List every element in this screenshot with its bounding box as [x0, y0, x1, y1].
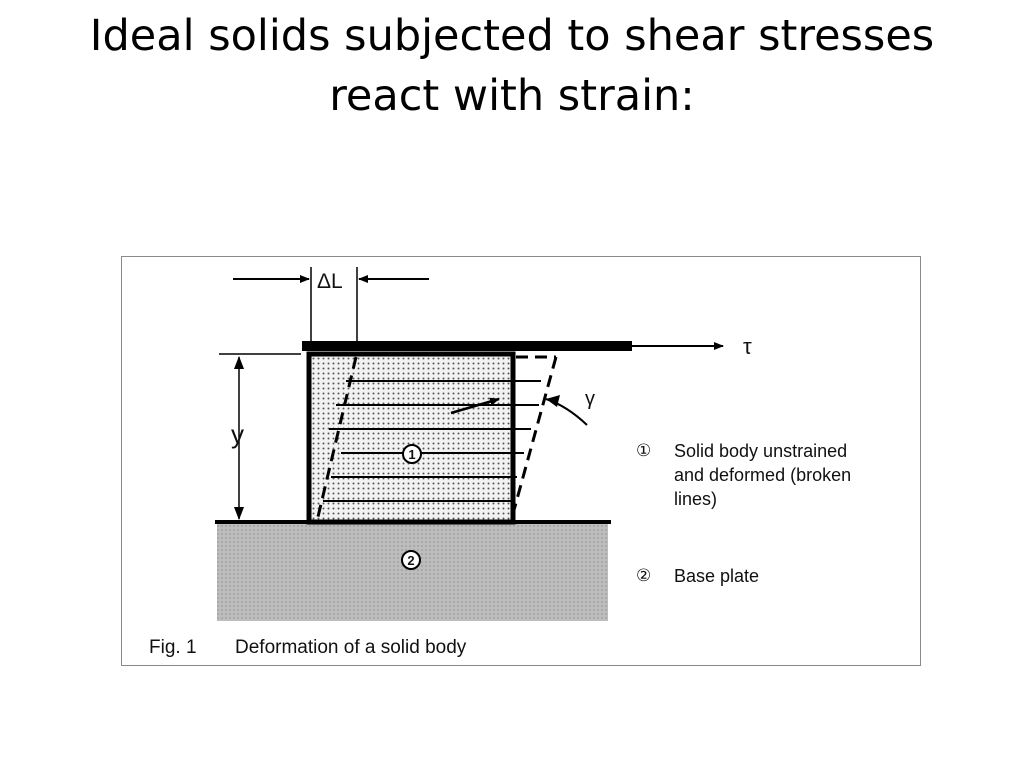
gamma-label: γ: [585, 388, 595, 410]
slide-title: Ideal solids subjected to shear stresses…: [0, 6, 1024, 126]
deformed-body-outline: [315, 355, 558, 522]
slide-title-line-2: react with strain:: [329, 71, 695, 121]
slide-title-line-1: Ideal solids subjected to shear stresses: [89, 11, 935, 61]
shear-plate: [302, 341, 632, 351]
marker-2-label: 2: [407, 553, 414, 568]
marker-1-circle: [402, 444, 422, 464]
caption-number: Fig. 1: [149, 637, 197, 658]
legend-1-line-1: Solid body unstrained: [674, 441, 847, 461]
legend-1-symbol: ①: [636, 441, 651, 460]
legend-2-symbol: ②: [636, 566, 651, 585]
legend-1-line-2: and deformed (broken: [674, 465, 851, 485]
figure-frame: τ ΔL y γ 1 2 ① Solid body unstrained and…: [121, 256, 921, 666]
y-label: y: [231, 419, 244, 449]
marker-1-label: 1: [408, 447, 415, 462]
body-strain-lines: [323, 380, 541, 502]
legend-2-line-1: Base plate: [674, 566, 759, 586]
gamma-arrow-head: [546, 395, 560, 407]
delta-l-label: ΔL: [317, 270, 343, 293]
legend-1-line-3: lines): [674, 489, 717, 509]
caption-text: Deformation of a solid body: [235, 637, 467, 658]
y-arrow-bottom: [234, 507, 244, 520]
y-arrow-top: [234, 356, 244, 369]
deformation-diagram: τ ΔL y γ 1 2 ① Solid body unstrained and…: [149, 267, 851, 658]
marker-2-circle: [401, 550, 421, 570]
displacement-arrow: [450, 397, 500, 415]
solid-body: [306, 351, 516, 525]
tau-label: τ: [743, 334, 752, 359]
base-plate: [217, 523, 608, 621]
